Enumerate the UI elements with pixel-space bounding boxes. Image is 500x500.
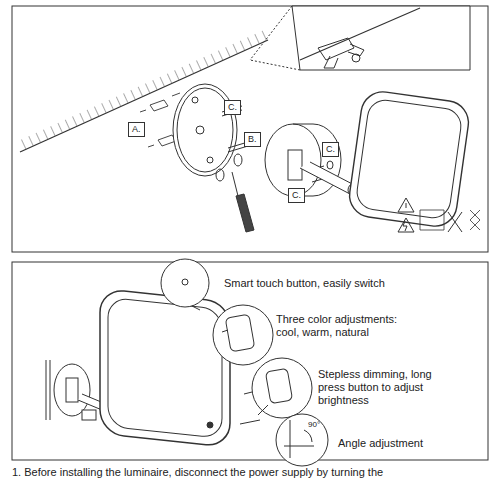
callout-letter-box: C. — [288, 188, 305, 203]
feature-label: 90° — [308, 420, 338, 430]
callout-letter-box: C. — [224, 100, 241, 115]
callout-letter-box: A. — [128, 122, 145, 137]
feature-label: Smart touch button, easily switch — [224, 277, 444, 290]
callout-letter: A. — [132, 124, 141, 134]
callout-letter: C. — [228, 102, 237, 112]
callout-letter: C. — [326, 144, 335, 154]
callout-letter: C. — [292, 190, 301, 200]
callout-letter-box: B. — [244, 132, 261, 147]
callout-letter: B. — [248, 134, 257, 144]
feature-label: Angle adjustment — [338, 437, 458, 450]
instruction-text: 1. Before installing the luminaire, disc… — [12, 466, 490, 479]
feature-label: Three color adjustments: cool, warm, nat… — [276, 313, 416, 339]
callout-letter-box: C. — [322, 142, 339, 157]
feature-label: Stepless dimming, long press button to a… — [318, 368, 438, 407]
